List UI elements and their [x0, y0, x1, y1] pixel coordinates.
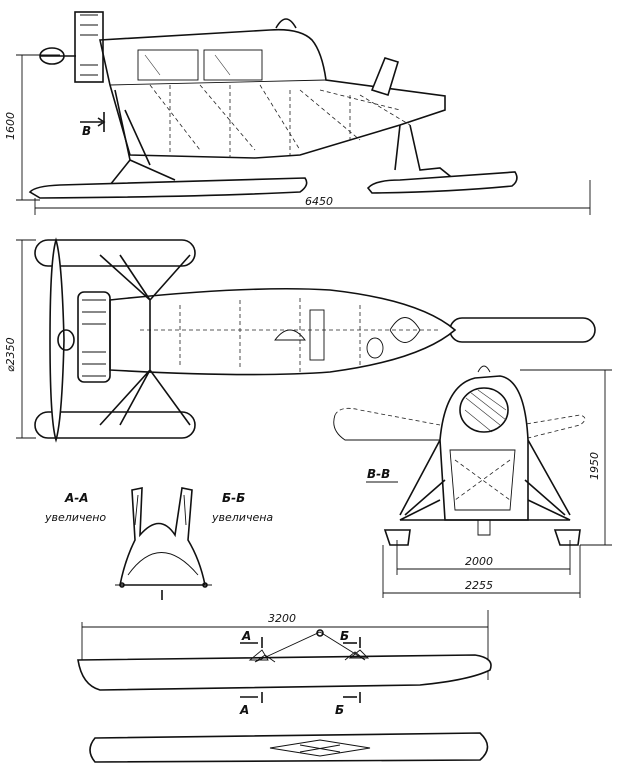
top-dome: [275, 18, 297, 29]
dim-track-outer: 2255: [465, 579, 493, 592]
ski-struts-top: [99, 254, 191, 426]
cut-b-top: Б: [340, 629, 349, 643]
window-rear: [203, 49, 263, 81]
fuselage-side: [99, 28, 446, 159]
front-strut: [109, 89, 176, 186]
engine-top: [77, 291, 111, 383]
dim-ski-length: 3200: [268, 612, 296, 625]
aa-note: увеличено: [44, 511, 106, 524]
section-legs: [399, 439, 571, 521]
left-ski-top: [34, 239, 196, 267]
rear-ski-top: [449, 317, 596, 343]
cut-b-bottom: Б: [335, 703, 344, 717]
bb-title: Б-Б: [222, 491, 245, 505]
section-engine: [459, 387, 509, 433]
dim-section-height: 1950: [588, 452, 601, 480]
top-view: ⌀2350: [4, 237, 596, 443]
dim-width: ⌀2350: [4, 337, 17, 372]
bb-note: увеличена: [211, 511, 273, 524]
section-bb-label: В-В: [367, 467, 390, 481]
propeller-top: [49, 237, 65, 443]
window-front: [137, 49, 199, 81]
side-view: 1600 6450 В: [4, 11, 591, 215]
section-left-ski: [383, 529, 411, 546]
view-marker-b: В: [82, 124, 91, 138]
section-right-ski: [553, 529, 581, 546]
detail-aa-bb: А-А увеличено Б-Б увеличена: [44, 487, 273, 600]
dim-height: 1600: [4, 112, 17, 140]
ski-detail: 3200 А Б А Б: [77, 610, 492, 763]
dim-track-inner: 2000: [465, 555, 493, 568]
front-ski-side: [28, 177, 308, 199]
ski-side: [77, 654, 492, 691]
detail-bracket: [119, 487, 206, 586]
cut-a-top: А: [241, 629, 251, 643]
ski-bottom: [89, 732, 489, 763]
tail-fin: [370, 57, 399, 97]
rear-strut: [394, 124, 456, 181]
section-bb: В-В 1950 2000 2255: [333, 365, 612, 598]
aa-title: А-А: [64, 491, 89, 505]
dim-length: 6450: [305, 195, 333, 208]
rear-ski-side: [366, 171, 518, 194]
engine-block: [74, 11, 104, 83]
right-ski-top: [34, 411, 196, 439]
fuselage-top: [109, 287, 457, 376]
section-cabin: [439, 375, 529, 521]
cut-a-bottom: А: [239, 703, 249, 717]
